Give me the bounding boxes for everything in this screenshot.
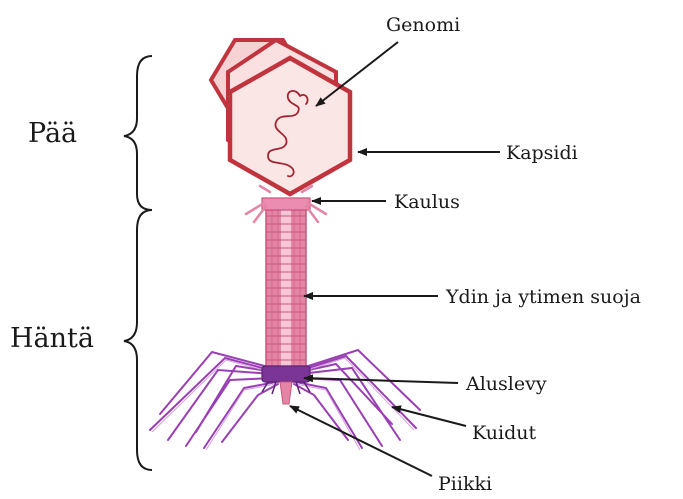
tail-sheath: [266, 210, 306, 368]
core-label: Ydin ja ytimen suoja: [445, 286, 641, 308]
tail-section-label: Häntä: [10, 323, 94, 354]
head-brace: [124, 56, 152, 210]
collar-label: Kaulus: [394, 191, 460, 213]
fibers-arrow: [392, 407, 466, 426]
spike: [280, 382, 292, 404]
head-section-label: Pää: [28, 118, 77, 149]
tail-brace: [124, 210, 152, 470]
capsid-label: Kapsidi: [506, 142, 578, 164]
baseplate-arrow: [304, 378, 458, 383]
baseplate-label: Aluslevy: [465, 373, 547, 395]
genome-label: Genomi: [386, 14, 460, 36]
spike-arrow: [290, 406, 432, 476]
fibers-label: Kuidut: [472, 422, 536, 444]
spike-label: Piikki: [438, 473, 492, 495]
